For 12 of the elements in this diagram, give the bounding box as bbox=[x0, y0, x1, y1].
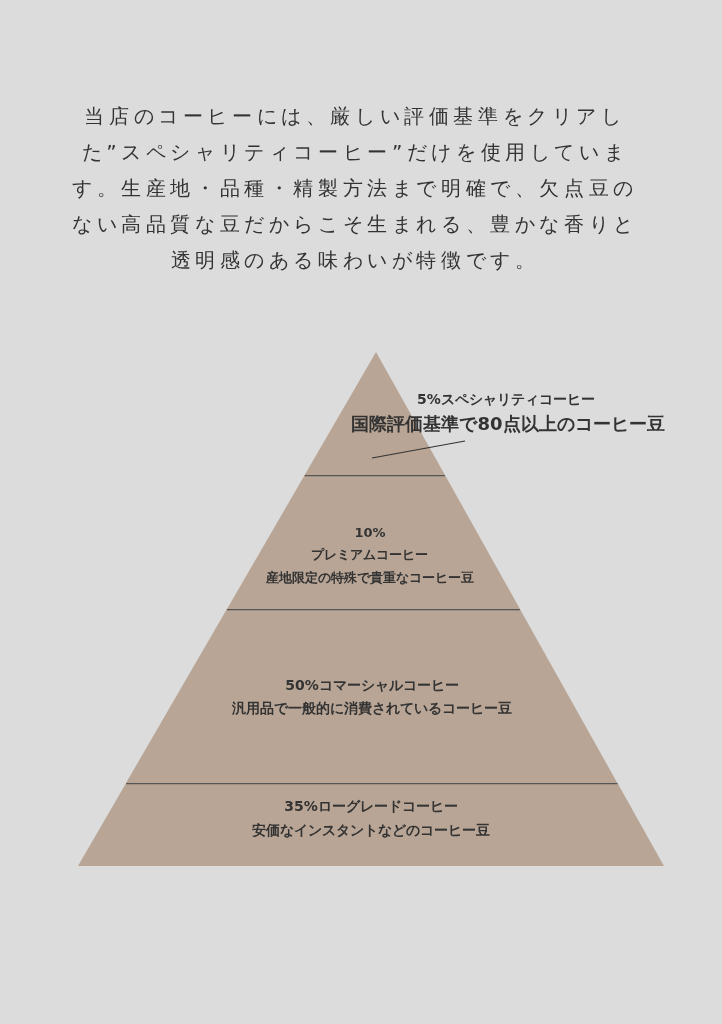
tier-heading: 10% bbox=[354, 526, 386, 539]
tier-text: 汎用品で一般的に消費されているコーヒー豆 bbox=[232, 701, 512, 715]
tier-text: 安価なインスタントなどのコーヒー豆 bbox=[252, 823, 490, 837]
tier-heading: 50%コマーシャルコーヒー bbox=[285, 678, 459, 692]
intro-paragraph: 当店のコーヒーには、厳しい評価基準をクリアした”スペシャリティコーヒー”だけを使用しています。生産地・品種・精製方法まで明確で、欠点豆のない高品質な豆だからこそ生まれる、豊かな香りと透明感のある味わいが特徴です。 bbox=[71, 103, 639, 274]
tier-heading: 35%ローグレードコーヒー bbox=[284, 799, 458, 813]
tier-text: 産地限定の特殊で貴重なコーヒー豆 bbox=[266, 571, 474, 584]
pyramid-tier bbox=[76, 783, 665, 866]
tier-heading: 5%スペシャリティコーヒー bbox=[417, 392, 595, 406]
callout-text: 国際評価基準で80点以上のコーヒー豆 bbox=[351, 413, 665, 434]
leader-line bbox=[371, 440, 466, 459]
tier-text: プレミアムコーヒー bbox=[311, 548, 429, 561]
